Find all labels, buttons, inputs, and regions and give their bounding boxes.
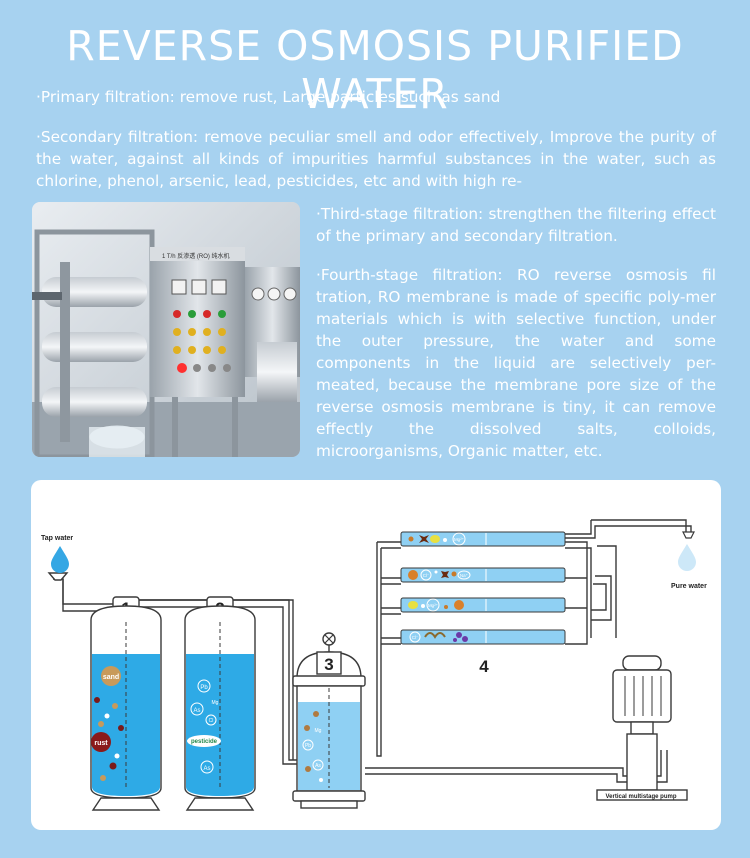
pure-water-label: Pure water: [671, 583, 707, 590]
ro-process-diagram: Tap water 1 2 sand rust: [31, 480, 721, 830]
ro-piping: [365, 519, 692, 783]
secondary-filtration-text: ·Secondary filtration: remove peculiar s…: [36, 128, 716, 190]
svg-text:Cl⁻: Cl⁻: [412, 635, 419, 640]
tank-2-carbon-filter: Pb Mg As Cl pesticide As: [184, 605, 256, 811]
svg-text:Cl: Cl: [209, 718, 214, 724]
stage-3-marker: 3: [324, 655, 333, 674]
third-stage-filtration-text: ·Third-stage filtration: strengthen the …: [316, 205, 716, 245]
svg-text:pesticide: pesticide: [191, 739, 218, 745]
svg-text:Pb: Pb: [200, 685, 208, 691]
svg-text:Mg²⁺: Mg²⁺: [428, 603, 439, 608]
membrane-row-1: Mg²⁺: [400, 531, 566, 547]
vertical-multistage-pump: Vertical multistage pump: [596, 655, 688, 801]
ro-machine-illustration: 1 T/h 反渗透 (RO) 纯水机: [32, 202, 300, 457]
svg-text:As: As: [315, 763, 321, 769]
ro-process-svg: Tap water 1 2 sand rust: [41, 519, 707, 811]
primary-filtration-text: ·Primary filtration: remove rust, Large …: [36, 88, 501, 106]
page-title: REVERSE OSMOSIS PURIFIED WATER: [66, 22, 684, 118]
svg-text:Mg: Mg: [315, 728, 322, 734]
tank-3-precision-filter: 3 Mg Pb As: [292, 632, 366, 809]
sand-label: sand: [103, 674, 119, 681]
svg-text:Mg²⁺: Mg²⁺: [454, 537, 465, 542]
panel-text: 1 T/h 反渗透 (RO) 纯水机: [162, 252, 230, 260]
svg-text:Na⁺: Na⁺: [460, 573, 469, 578]
tank-1-sand-filter: sand rust: [90, 605, 162, 811]
svg-text:Mg: Mg: [212, 700, 219, 706]
tap-water-label: Tap water: [41, 535, 73, 542]
svg-text:As: As: [203, 766, 210, 772]
tap-water-drop-icon: [51, 546, 69, 573]
membrane-row-2: Cl⁻ Na⁺: [400, 567, 566, 583]
membrane-row-3: Mg²⁺: [400, 597, 566, 613]
svg-text:Pb: Pb: [305, 743, 311, 749]
svg-text:Cl⁻: Cl⁻: [423, 573, 430, 578]
rust-label: rust: [94, 740, 108, 747]
membrane-row-4: Cl⁻: [400, 629, 566, 645]
ro-machine-photo: 1 T/h 反渗透 (RO) 纯水机: [32, 202, 300, 457]
stage-4-marker: 4: [479, 657, 489, 676]
fourth-stage-filtration-text: ·Fourth-stage filtration: RO reverse osm…: [316, 266, 716, 460]
pump-label: Vertical multistage pump: [605, 794, 676, 800]
svg-text:As: As: [193, 708, 200, 714]
inlet-pipe: [53, 578, 299, 761]
pure-water-drop-icon: [678, 544, 696, 571]
